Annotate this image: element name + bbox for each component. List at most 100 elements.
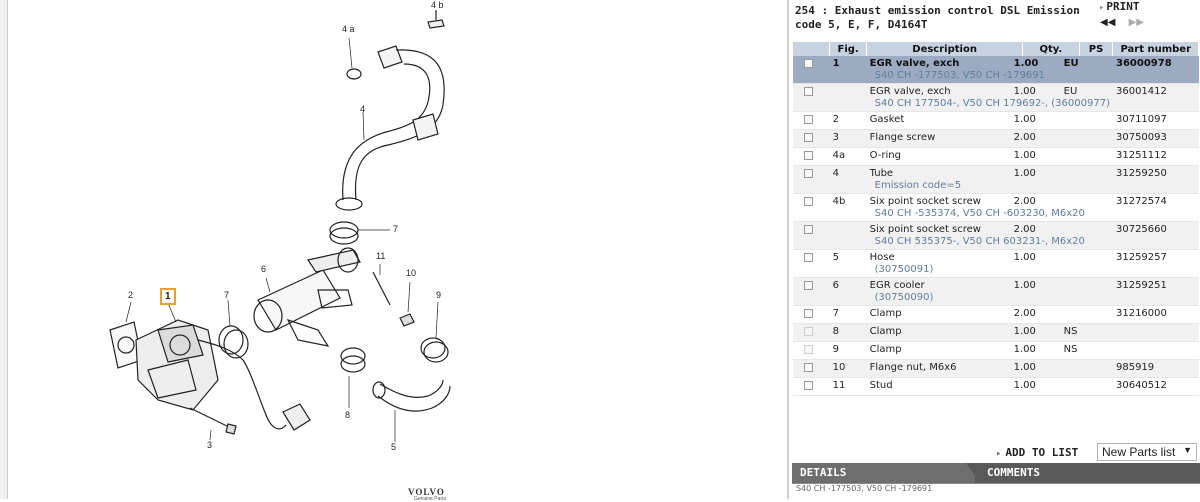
previous-page-icon[interactable]: ◀◀ [1100, 17, 1116, 28]
callout-3[interactable]: 3 [207, 440, 213, 450]
fig-cell: 2 [829, 111, 867, 130]
fig-cell: 4b [829, 193, 867, 222]
row-checkbox[interactable] [804, 281, 813, 290]
pane-divider[interactable] [787, 0, 789, 499]
fig-cell: 6 [829, 277, 867, 306]
callout-9[interactable]: 9 [436, 290, 442, 300]
callout-4a[interactable]: 4 a [342, 24, 355, 34]
row-checkbox[interactable] [804, 169, 813, 178]
callout-4b[interactable]: 4 b [431, 0, 444, 10]
section-title: 254 : Exhaust emission control DSL Emiss… [795, 4, 1080, 31]
row-select-cell [793, 323, 830, 342]
row-select-cell [793, 111, 830, 130]
row-select-cell [793, 147, 830, 166]
callout-1-selected[interactable]: 1 [160, 288, 176, 305]
add-to-list-label: ADD TO LIST [1005, 446, 1079, 459]
brand-logo: VOLVO [408, 487, 445, 497]
add-to-list-button[interactable]: ▸ADD TO LIST [996, 446, 1078, 459]
callout-11[interactable]: 11 [376, 251, 386, 261]
details-content: S40 CH -177503, V50 CH -179691 [792, 483, 1200, 499]
qty-text: 2.00 [1013, 308, 1036, 319]
qty-text: 1.00 [1013, 362, 1036, 373]
tab-details[interactable]: DETAILS [792, 463, 975, 483]
row-checkbox[interactable] [804, 151, 813, 160]
row-checkbox[interactable] [804, 253, 813, 262]
add-arrow-icon: ▸ [996, 449, 1002, 459]
exploded-parts-diagram[interactable]: 4 b 4 a 4 7 6 11 10 9 2 1 7 3 8 5 VOLVO … [18, 0, 778, 502]
row-checkbox[interactable] [804, 197, 813, 206]
tab-comments[interactable]: COMMENTS [975, 463, 1200, 483]
callout-5[interactable]: 5 [391, 442, 397, 452]
description-note: S40 CH 535375-, V50 CH 603231-, M6x20 [874, 236, 1085, 247]
row-checkbox[interactable] [804, 133, 813, 142]
description-text: Gasket [869, 114, 905, 125]
description-text: EGR cooler [869, 280, 925, 291]
qty-text: 1.00 [1013, 168, 1036, 179]
fig-cell [829, 83, 867, 112]
print-arrow-icon: ▸ [1099, 3, 1105, 13]
description-text: Hose [869, 252, 895, 263]
row-select-cell [793, 193, 830, 222]
fig-cell: 3 [829, 129, 867, 148]
fig-cell: 10 [829, 359, 867, 378]
callout-7-lower[interactable]: 7 [224, 290, 230, 300]
qty-text: 1.00 [1013, 326, 1036, 337]
qty-text: 1.00 [1013, 252, 1036, 263]
col-fig[interactable]: Fig. [829, 42, 868, 56]
parts-list-select[interactable]: New Parts list ▼ [1097, 443, 1197, 461]
diagram-illustration [109, 10, 451, 442]
callout-7[interactable]: 7 [393, 224, 399, 234]
callout-10[interactable]: 10 [406, 268, 417, 278]
col-select [793, 42, 831, 56]
col-part-number[interactable]: Part number [1112, 42, 1199, 56]
qty-text: 1.00 [1013, 280, 1036, 291]
row-checkbox[interactable] [804, 87, 813, 96]
row-checkbox[interactable] [804, 225, 813, 234]
row-checkbox[interactable] [804, 59, 813, 68]
ps-text [1064, 380, 1094, 392]
qty-text: 1.00 [1013, 344, 1036, 355]
callout-6[interactable]: 6 [261, 264, 267, 274]
row-checkbox[interactable] [804, 363, 813, 372]
row-checkbox[interactable] [804, 115, 813, 124]
col-qty[interactable]: Qty. [1022, 42, 1080, 56]
description-note: (30750090) [874, 292, 934, 303]
qty-text: 2.00 [1013, 224, 1036, 235]
callout-2[interactable]: 2 [128, 290, 134, 300]
row-select-cell [793, 249, 830, 278]
row-checkbox[interactable] [804, 309, 813, 318]
row-checkbox [804, 327, 813, 336]
part-number-cell: 985919 [1112, 359, 1199, 378]
next-page-icon[interactable]: ▶▶ [1128, 17, 1144, 28]
description-note: S40 CH -177503, V50 CH -179691 [874, 70, 1045, 81]
callout-4[interactable]: 4 [360, 104, 366, 114]
col-ps[interactable]: PS [1079, 42, 1114, 56]
part-number-cell: 31259251 [1112, 277, 1199, 306]
callout-8[interactable]: 8 [345, 410, 351, 420]
print-button[interactable]: ▸PRINT [1099, 0, 1140, 13]
part-number-cell: 30725660 [1112, 221, 1199, 250]
row-checkbox[interactable] [804, 381, 813, 390]
col-description[interactable]: Description [866, 42, 1024, 56]
tab-separator [966, 463, 980, 483]
info-tabs: DETAILS COMMENTS [792, 463, 1200, 483]
